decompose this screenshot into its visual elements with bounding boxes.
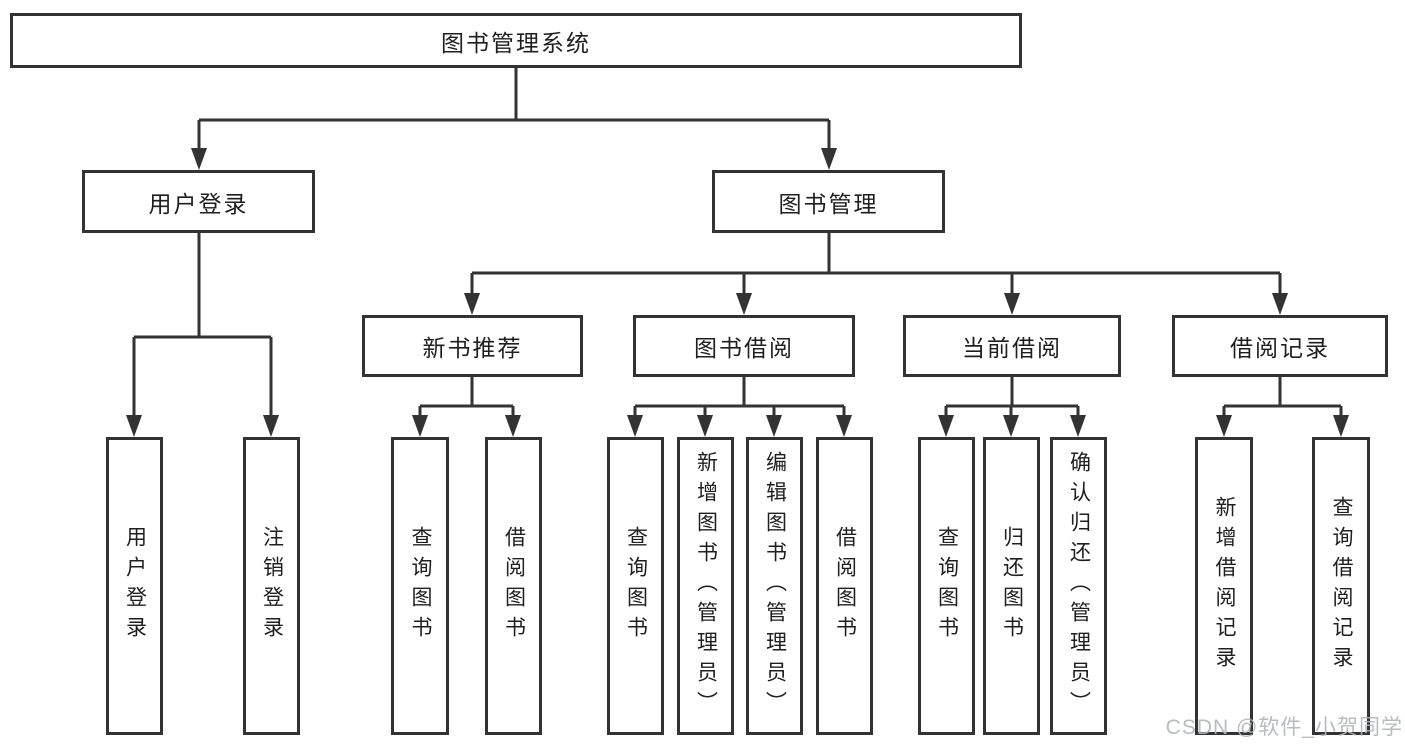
node-user-login: 用户登录 [82,170,315,233]
arrowhead-icon [836,415,852,437]
arrowhead-icon [1333,415,1349,437]
connector-group [464,233,1288,315]
arrowhead-icon [1070,415,1086,437]
node-book-management: 图书管理 [712,170,945,233]
leaf-borrow-books-recommend: 借阅图书 [485,437,542,735]
arrowhead-icon [766,415,782,437]
leaf-query-borrow-record: 查询借阅记录 [1312,437,1370,735]
arrowhead-icon [1216,415,1232,437]
arrowhead-icon [412,415,428,437]
arrowhead-icon [1004,293,1020,315]
arrowhead-icon [627,415,643,437]
connector-group [627,377,852,437]
leaf-add-books-admin: 新增图书（管理员） [677,437,734,735]
connector-group [412,377,521,437]
node-current-borrowing: 当前借阅 [903,315,1121,377]
arrowhead-icon [736,293,752,315]
csdn-watermark: CSDN @软件_小贺同学 [1165,716,1403,739]
leaf-user-login: 用户登录 [106,437,163,735]
leaf-logout-login: 注销登录 [243,437,300,735]
connector-group [191,68,837,170]
node-borrowing-records: 借阅记录 [1172,315,1388,377]
arrowhead-icon [263,415,279,437]
arrowhead-icon [191,148,207,170]
leaf-add-borrow-record: 新增借阅记录 [1195,437,1253,735]
arrowhead-icon [1003,415,1019,437]
leaf-borrow-books-borrowing: 借阅图书 [816,437,873,735]
leaf-return-books: 归还图书 [983,437,1040,735]
arrowhead-icon [821,148,837,170]
leaf-query-books-recommend: 查询图书 [391,437,449,735]
node-new-book-recommendation: 新书推荐 [362,315,583,377]
arrowhead-icon [938,415,954,437]
arrowhead-icon [505,415,521,437]
arrowhead-icon [126,415,142,437]
connector-group [1216,377,1349,437]
leaf-confirm-return-admin: 确认归还（管理员） [1050,437,1107,735]
node-book-borrowing: 图书借阅 [633,315,855,377]
connector-group [126,233,279,437]
connector-group [938,377,1086,437]
arrowhead-icon [1272,293,1288,315]
arrowhead-icon [697,415,713,437]
leaf-query-books-borrowing: 查询图书 [607,437,664,735]
node-root-library-management-system: 图书管理系统 [10,13,1022,68]
leaf-edit-books-admin: 编辑图书（管理员） [746,437,803,735]
leaf-query-books-current: 查询图书 [918,437,975,735]
arrowhead-icon [464,293,480,315]
